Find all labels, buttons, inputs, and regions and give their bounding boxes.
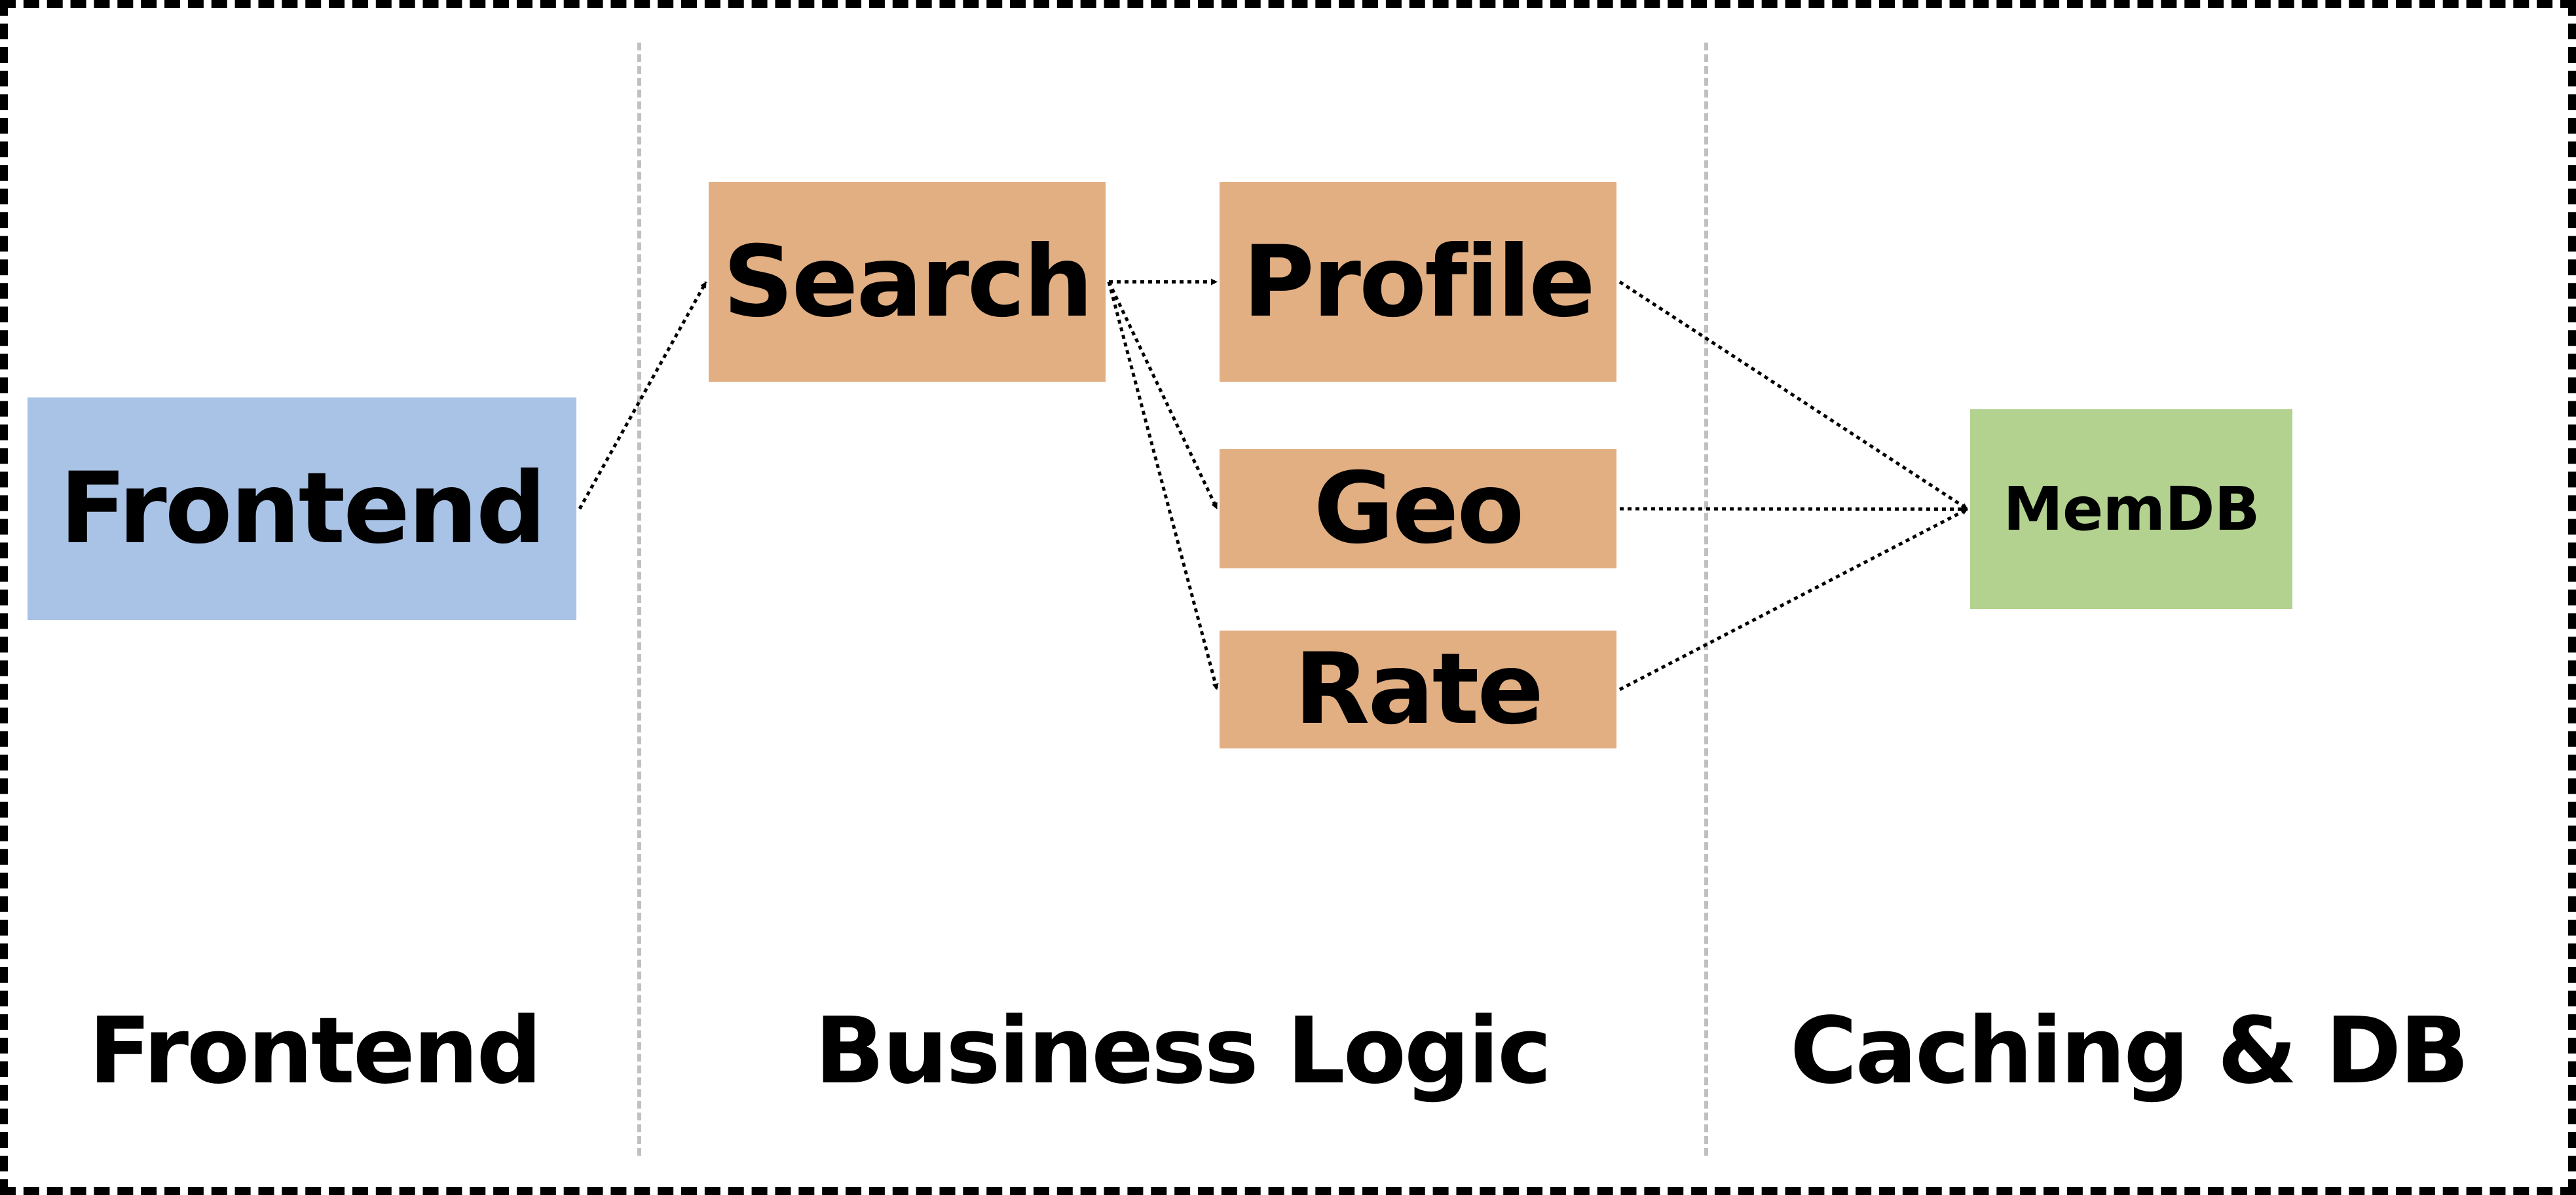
geo-node[interactable]: Geo (1220, 449, 1616, 568)
tier-label-frontend: Frontend (88, 997, 542, 1105)
memdb-node[interactable]: MemDB (1970, 409, 2292, 609)
rate-node[interactable]: Rate (1220, 631, 1616, 748)
tier-divider-1 (637, 43, 641, 1156)
tier-label-business-logic: Business Logic (814, 997, 1552, 1105)
search-node[interactable]: Search (709, 182, 1106, 382)
tier-divider-2 (1704, 43, 1708, 1156)
profile-node[interactable]: Profile (1220, 182, 1616, 382)
edge-rate-to-memdb (1618, 507, 1969, 691)
frontend-node[interactable]: Frontend (28, 397, 576, 620)
edge-frontend-to-search (578, 281, 708, 510)
edge-profile-to-memdb (1618, 280, 1969, 511)
edge-search-to-rate (1107, 281, 1219, 690)
edge-search-to-geo (1107, 281, 1219, 510)
tier-label-caching-db: Caching & DB (1789, 997, 2469, 1105)
